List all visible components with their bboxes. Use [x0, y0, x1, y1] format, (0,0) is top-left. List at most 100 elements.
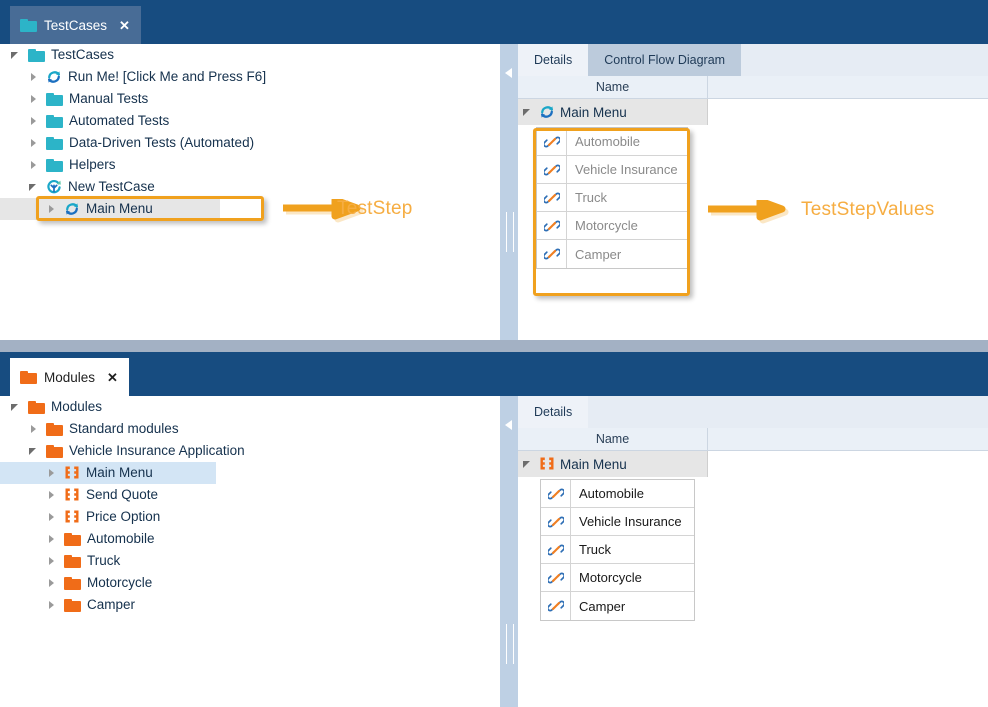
- collapse-left-icon[interactable]: [505, 68, 512, 78]
- top-vertical-splitter[interactable]: [500, 44, 518, 340]
- folder-cyan-icon: [46, 136, 63, 150]
- details-tab-strip[interactable]: Details: [518, 396, 988, 429]
- tree-item-label: Data-Driven Tests (Automated): [69, 134, 255, 150]
- splitter-grip[interactable]: [506, 212, 514, 252]
- table-row[interactable]: Camper: [537, 240, 687, 268]
- tree-item-price-option[interactable]: Price Option: [0, 506, 500, 528]
- details-column-header: Name: [518, 428, 988, 451]
- tab-control-flow-diagram[interactable]: Control Flow Diagram: [588, 44, 742, 76]
- chevron-collapsed-icon[interactable]: [46, 555, 58, 567]
- tree-item-data-driven-tests-automated[interactable]: Data-Driven Tests (Automated): [0, 132, 500, 154]
- tree-item-label: TestCases: [51, 46, 115, 62]
- tree-item-truck[interactable]: Truck: [0, 550, 500, 572]
- table-row[interactable]: Truck: [537, 184, 687, 212]
- chevron-collapsed-icon[interactable]: [46, 599, 58, 611]
- attribute-name: Truck: [575, 190, 608, 205]
- table-row[interactable]: Vehicle Insurance: [537, 156, 687, 184]
- details-root-row[interactable]: Main Menu: [518, 451, 708, 477]
- folder-orange-icon: [46, 444, 63, 458]
- document-tab-modules[interactable]: Modules ✕: [10, 358, 129, 396]
- details-root-row[interactable]: Main Menu: [518, 99, 708, 125]
- tree-item-automobile[interactable]: Automobile: [0, 528, 500, 550]
- folder-cyan-icon: [28, 48, 45, 62]
- chevron-collapsed-icon[interactable]: [28, 93, 40, 105]
- folder-cyan-icon: [20, 18, 37, 32]
- folder-orange-icon: [64, 598, 81, 612]
- chevron-collapsed-icon[interactable]: [28, 159, 40, 171]
- document-tab-label: Modules: [44, 369, 96, 385]
- link-icon-cell: [541, 480, 571, 507]
- tree-item-automated-tests[interactable]: Automated Tests: [0, 110, 500, 132]
- tree-item-vehicle-insurance-application[interactable]: Vehicle Insurance Application: [0, 440, 500, 462]
- chevron-collapsed-icon[interactable]: [28, 71, 40, 83]
- chevron-collapsed-icon[interactable]: [46, 203, 58, 215]
- link-icon-cell: [537, 240, 567, 268]
- link-icon: [543, 163, 560, 176]
- tree-item-testcases[interactable]: TestCases: [0, 44, 500, 66]
- tree-item-manual-tests[interactable]: Manual Tests: [0, 88, 500, 110]
- table-row[interactable]: Vehicle Insurance: [541, 508, 694, 536]
- chevron-expanded-icon[interactable]: [10, 401, 22, 413]
- tab-details[interactable]: Details: [518, 396, 589, 428]
- folder-orange-icon: [28, 400, 45, 414]
- tree-item-label: New TestCase: [68, 178, 155, 194]
- chevron-collapsed-icon[interactable]: [28, 137, 40, 149]
- chevron-collapsed-icon[interactable]: [46, 533, 58, 545]
- document-tab-testcases[interactable]: TestCases ✕: [10, 6, 141, 44]
- attribute-name: Vehicle Insurance: [575, 162, 678, 177]
- attribute-name: Camper: [575, 246, 622, 262]
- link-icon-cell: [541, 536, 571, 563]
- tab-details[interactable]: Details: [518, 44, 589, 76]
- table-row[interactable]: Truck: [541, 536, 694, 564]
- chevron-collapsed-icon[interactable]: [46, 577, 58, 589]
- tree-item-camper[interactable]: Camper: [0, 594, 500, 616]
- bottom-vertical-splitter[interactable]: [500, 396, 518, 707]
- tree-item-main-menu[interactable]: Main Menu: [0, 198, 220, 220]
- column-header-name: Name: [518, 428, 708, 450]
- tree-item-label: Camper: [87, 596, 136, 612]
- chevron-expanded-icon[interactable]: [522, 106, 534, 118]
- column-header-spacer: [708, 76, 988, 98]
- table-row[interactable]: Motorcycle: [541, 564, 694, 592]
- chevron-expanded-icon[interactable]: [10, 49, 22, 61]
- tree-item-main-menu[interactable]: Main Menu: [0, 462, 216, 484]
- tree-item-motorcycle[interactable]: Motorcycle: [0, 572, 500, 594]
- link-icon: [547, 600, 564, 612]
- tree-item-new-testcase[interactable]: New TestCase: [0, 176, 500, 198]
- collapse-left-icon[interactable]: [505, 420, 512, 430]
- tree-item-run-me-click-me-and-press-f6[interactable]: Run Me! [Click Me and Press F6]: [0, 66, 500, 88]
- chevron-collapsed-icon[interactable]: [28, 423, 40, 435]
- tab-label: Details: [534, 405, 573, 419]
- tree-item-label: Manual Tests: [69, 90, 149, 106]
- testcase-cyan-icon: [47, 179, 62, 194]
- chevron-collapsed-icon[interactable]: [46, 511, 58, 523]
- tree-item-send-quote[interactable]: Send Quote: [0, 484, 500, 506]
- table-row[interactable]: Automobile: [541, 480, 694, 508]
- chevron-expanded-icon[interactable]: [28, 181, 40, 193]
- chevron-expanded-icon[interactable]: [522, 458, 534, 470]
- splitter-grip[interactable]: [506, 624, 514, 664]
- tree-item-modules[interactable]: Modules: [0, 396, 500, 418]
- tree-item-helpers[interactable]: Helpers: [0, 154, 500, 176]
- table-row[interactable]: Camper: [541, 592, 694, 620]
- tree-item-label: Standard modules: [69, 420, 179, 436]
- recycle-cyan-icon: [539, 105, 555, 119]
- tree-item-standard-modules[interactable]: Standard modules: [0, 418, 500, 440]
- close-icon[interactable]: ✕: [119, 17, 130, 33]
- tree-item-label: Automobile: [87, 530, 155, 546]
- close-icon[interactable]: ✕: [107, 369, 118, 385]
- chevron-collapsed-icon[interactable]: [46, 489, 58, 501]
- chevron-collapsed-icon[interactable]: [28, 115, 40, 127]
- table-row[interactable]: Automobile: [537, 128, 687, 156]
- link-icon: [543, 219, 560, 232]
- table-row[interactable]: Motorcycle: [537, 212, 687, 240]
- tree-item-label: Modules: [51, 398, 103, 414]
- chevron-expanded-icon[interactable]: [28, 445, 40, 457]
- chevron-collapsed-icon[interactable]: [46, 467, 58, 479]
